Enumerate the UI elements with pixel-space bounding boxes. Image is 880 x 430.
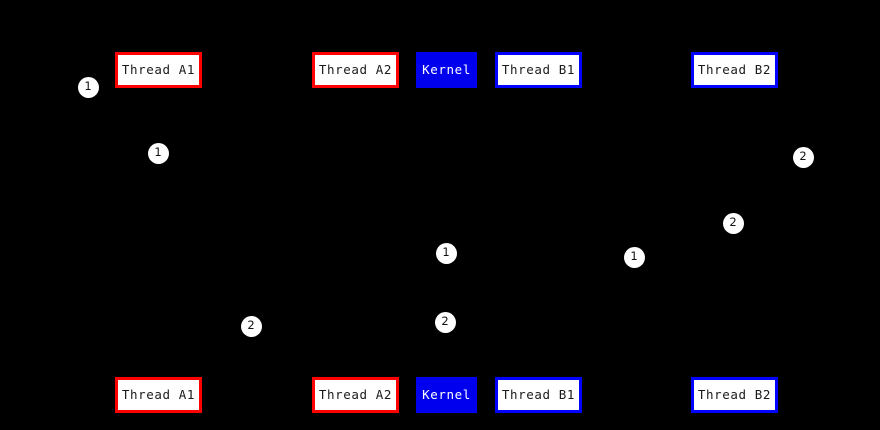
- message-kernel-to-a2: [355, 310, 446, 311]
- participant-label: Thread A1: [121, 61, 196, 77]
- lifeline-kernel: [446, 88, 447, 377]
- step-badge-label: 1: [630, 249, 638, 264]
- participant-thread-b1-top[interactable]: Thread B1: [495, 52, 582, 88]
- step-badge-label: 1: [442, 245, 450, 260]
- participant-thread-b1-bottom[interactable]: Thread B1: [495, 377, 582, 413]
- step-badge-7: 2: [240, 315, 262, 337]
- lifeline-thread-b1: [538, 88, 539, 377]
- participant-kernel-bottom[interactable]: Kernel: [416, 377, 477, 413]
- step-badge-label: 2: [441, 314, 449, 329]
- participant-label: Thread B2: [697, 386, 772, 402]
- participant-thread-a1-top[interactable]: Thread A1: [115, 52, 202, 88]
- participant-label: Kernel: [422, 386, 471, 402]
- step-badge-6: 1: [623, 246, 645, 268]
- participant-label: Kernel: [422, 61, 471, 77]
- participant-label: Thread A2: [318, 61, 393, 77]
- step-badge-5: 1: [435, 242, 457, 264]
- step-badge-label: 1: [84, 79, 92, 94]
- participant-thread-a2-top[interactable]: Thread A2: [312, 52, 399, 88]
- participant-label: Thread A2: [318, 386, 393, 402]
- participant-thread-b2-top[interactable]: Thread B2: [691, 52, 778, 88]
- lifeline-thread-a1: [158, 88, 159, 377]
- participant-kernel-top[interactable]: Kernel: [416, 52, 477, 88]
- step-badge-label: 2: [247, 318, 255, 333]
- participant-label: Thread B1: [501, 61, 576, 77]
- message-a1-to-kernel: [158, 200, 446, 201]
- step-badge-2: 1: [147, 142, 169, 164]
- step-badge-label: 2: [729, 215, 737, 230]
- step-badge-1: 1: [77, 76, 99, 98]
- participant-label: Thread A1: [121, 386, 196, 402]
- participant-label: Thread B2: [697, 61, 772, 77]
- step-badge-label: 2: [799, 149, 807, 164]
- step-badge-8: 2: [434, 311, 456, 333]
- message-kernel-to-b1: [446, 240, 538, 241]
- participant-thread-b2-bottom[interactable]: Thread B2: [691, 377, 778, 413]
- participant-thread-a2-bottom[interactable]: Thread A2: [312, 377, 399, 413]
- step-badge-3: 2: [792, 146, 814, 168]
- lifeline-thread-a2: [355, 88, 356, 377]
- participant-thread-a1-bottom[interactable]: Thread A1: [115, 377, 202, 413]
- message-b2-to-kernel: [446, 210, 734, 211]
- step-badge-4: 2: [722, 212, 744, 234]
- step-badge-label: 1: [154, 145, 162, 160]
- participant-label: Thread B1: [501, 386, 576, 402]
